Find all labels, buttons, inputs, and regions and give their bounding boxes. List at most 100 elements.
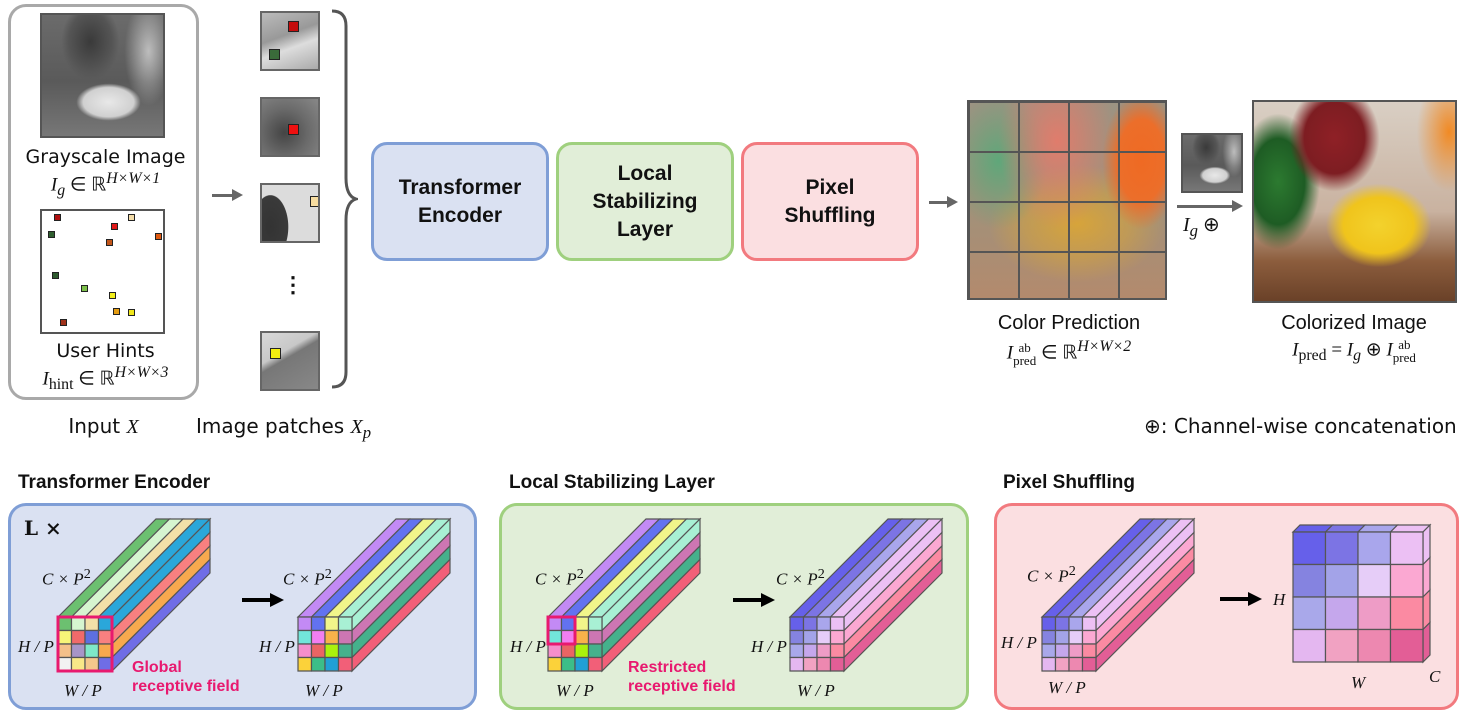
user-hints-formula: Ihint ∈ ℝH×W×3 [42,364,169,394]
cube-front-cell [70,616,86,632]
cube-front-cell [84,656,100,672]
hint-marker [105,239,113,247]
cube-front-cell [547,656,563,672]
hint-marker [269,49,280,60]
cube-front-cell [337,616,353,632]
hint-marker [270,348,281,359]
encoder-detail-title: Transformer Encoder [18,472,211,493]
cube-front-cell [574,643,590,659]
cube-front-cell [574,656,590,672]
lsl-transform-arrow [733,598,763,602]
cube-front-cell [324,656,340,672]
cube-front-cell [297,656,313,672]
cube-front-cell [1041,629,1057,645]
cube-front-cell [802,616,818,632]
cube-front-cell [816,616,832,632]
cube-front-cell [97,643,113,659]
cube-front-cell [1054,656,1070,672]
cube-front-cell [310,629,326,645]
cube-front-cell [1357,596,1392,631]
cube-front-cell [324,616,340,632]
cube-front-cell [816,629,832,645]
image-patch [260,183,320,243]
color-prediction-caption: Color Prediction [997,312,1141,334]
cube-front-cell [1068,656,1084,672]
width-label: W / P [556,681,594,700]
hint-marker [59,318,67,326]
ellipsis: ⋮ [282,272,304,297]
cube-front-cell [816,656,832,672]
cube-front-cell [97,656,113,672]
cube-front-cell [1081,643,1097,659]
cube-front-cell [1357,563,1392,598]
hint-marker [154,232,162,240]
global-receptive-field-box [56,615,114,673]
image-patch [260,331,320,391]
width-label: W / P [305,681,343,700]
channel-label: C × P2 [283,566,332,589]
cube-front-cell [1389,596,1424,631]
repeat-label: L × [24,516,62,540]
arrow-head-icon [232,189,243,201]
concat-label: Ig ⊕ [1183,214,1220,240]
cube-front-cell [789,656,805,672]
cube-front-cell [829,643,845,659]
height-label: H / P [18,637,54,656]
cube-front-cell [97,616,113,632]
cube-front-cell [310,616,326,632]
cube-front-cell [324,643,340,659]
cube-side-strip [1422,621,1431,664]
width-label: W / P [797,681,835,700]
cube-front-cell [1068,616,1084,632]
cube-front-cell [1357,531,1392,566]
cube-front-cell [574,629,590,645]
output-height-label: H [1273,590,1286,609]
cube-front-cell [574,616,590,632]
output-channel-label: C [1429,667,1441,686]
input-panel [8,4,199,400]
cube-front-cell [816,643,832,659]
cube-front-cell [57,656,73,672]
grayscale-thumbnail [1181,133,1243,193]
encoder-transform-arrow [242,598,272,602]
circled-plus-icon: ⊕ [1144,414,1161,438]
concat-arrow [1177,205,1233,208]
cube-front-cell [84,616,100,632]
grayscale-image [40,13,165,138]
cube-front-cell [97,629,113,645]
cube-front-cell [829,616,845,632]
cube-front-cell [1041,643,1057,659]
cube-front-cell [802,656,818,672]
hint-marker [288,21,299,32]
hint-marker [47,230,55,238]
ps-transform-arrow [1220,597,1250,601]
cube-front-cell [1292,628,1327,663]
cube-front-cell [829,629,845,645]
hint-marker [112,308,120,316]
image-patch [260,11,320,71]
height-label: H / P [1001,633,1037,652]
cube-front-cell [1041,616,1057,632]
arrow-head-icon [947,196,958,208]
brace-icon [331,9,358,389]
cube-front-cell [57,643,73,659]
cube-front-cell [1324,628,1359,663]
user-hints-map [40,209,165,334]
cube-front-cell [547,643,563,659]
cube-front-cell [297,629,313,645]
cube-front-cell [57,629,73,645]
cube-front-cell [1054,643,1070,659]
cube-front-cell [84,629,100,645]
cube-front-cell [1054,616,1070,632]
cube-front-cell [1068,643,1084,659]
cube-front-cell [1081,616,1097,632]
cube-front-cell [70,643,86,659]
cube-front-cell [1324,531,1359,566]
cube-front-cell [1081,656,1097,672]
user-hints-caption: User Hints [56,340,155,362]
hint-marker [288,124,299,135]
channel-label: C × P2 [535,566,584,589]
